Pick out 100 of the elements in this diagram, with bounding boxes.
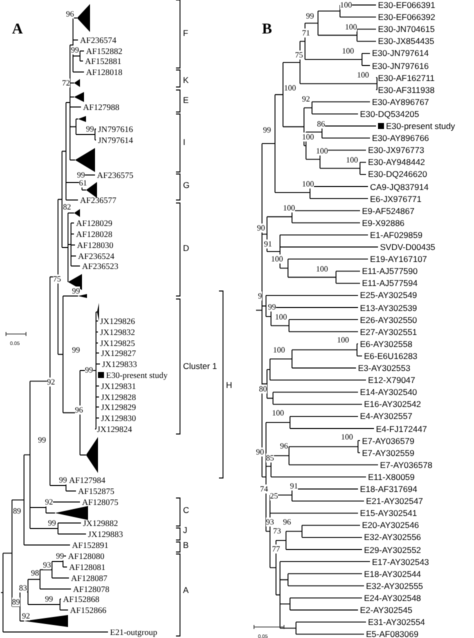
bootstrap-value: 89: [13, 506, 21, 516]
taxon-label: AF152891: [72, 540, 108, 550]
bootstrap-value: 96: [280, 442, 288, 450]
taxon-label: E7-AY036578: [380, 460, 432, 470]
bootstrap-value: 25: [270, 492, 278, 500]
taxon-label: E29-AY302552: [364, 544, 422, 554]
taxon-label: E30-JN704615: [378, 24, 435, 34]
taxon-label: AF152866: [70, 605, 106, 615]
taxon-label: E14-AY302540: [360, 387, 418, 398]
taxon-label: E19-AY167107: [370, 254, 428, 264]
bootstrap-value: 99: [268, 302, 276, 312]
bootstrap-value: 100: [345, 22, 357, 32]
bootstrap-value: 72: [62, 78, 70, 88]
clade-label: I: [183, 137, 186, 147]
bootstrap-value: 74: [260, 484, 268, 494]
taxon-label: AF236574: [80, 35, 116, 45]
clade-label: Cluster 1: [183, 361, 218, 371]
taxon-label: E30-DQ534205: [360, 108, 420, 119]
taxon-label: JN797614: [98, 135, 133, 145]
clade-label: G: [183, 180, 190, 190]
bootstrap-value: 77: [272, 544, 280, 554]
taxon-label: E5-AF083069: [366, 629, 418, 638]
bootstrap-value: 92: [47, 378, 55, 386]
taxon-label: E30-present study: [106, 370, 168, 380]
bootstrap-value: 90: [257, 224, 265, 232]
taxon-label: JX129828: [101, 392, 136, 402]
taxon-label: JX129826: [100, 316, 135, 326]
taxon-label: AF128081: [69, 562, 106, 572]
taxon-label: JX129882: [83, 518, 118, 528]
taxon-label: AF128087: [71, 573, 108, 583]
taxon-label: CA9-JQ837914: [370, 182, 429, 192]
taxon-label: E24-AY302548: [364, 592, 422, 603]
bootstrap-value: 99: [306, 12, 314, 20]
taxon-label: E6-JX976771: [370, 194, 422, 204]
clade-label: E: [183, 95, 189, 105]
bootstrap-value: 85: [266, 454, 274, 462]
taxon-label: E27-AY302551: [360, 326, 418, 337]
bootstrap-value: 96: [283, 518, 291, 526]
taxon-label: JX129831: [101, 381, 136, 391]
taxon-label: JX129832: [100, 327, 135, 337]
bootstrap-value: 100: [340, 0, 352, 10]
clade-label: C: [183, 505, 190, 515]
bootstrap-value: 99: [38, 436, 46, 444]
bootstrap-value: 100: [272, 408, 284, 418]
taxon-label: SVDV-D00435: [380, 242, 436, 252]
bootstrap-value: 92: [302, 94, 310, 104]
bootstrap-value: 100: [284, 84, 296, 92]
taxon-label: AF152875: [78, 486, 114, 496]
bootstrap-value: 93: [43, 560, 51, 570]
bootstrap-value: 100: [346, 156, 358, 164]
bootstrap-value: 100: [357, 70, 369, 80]
taxon-label: E4-FJ172447: [376, 424, 428, 434]
taxon-label: E30-AY896766: [372, 133, 430, 144]
bootstrap-value: 90: [256, 448, 264, 456]
bootstrap-value: 99: [72, 286, 80, 296]
bootstrap-value: 92: [22, 612, 30, 620]
taxon-label: AF236577: [80, 195, 116, 205]
taxon-label: E13-AY302539: [360, 302, 418, 312]
bootstrap-value: 96: [66, 10, 74, 18]
bootstrap-value: 99: [263, 126, 271, 134]
bootstrap-value: 100: [316, 264, 328, 274]
taxon-label: AF128075: [82, 497, 118, 507]
bootstrap-value: 83: [19, 584, 27, 592]
taxon-label: E30-AF162711: [378, 72, 435, 83]
taxon-label: E31-AY302554: [368, 617, 426, 628]
taxon-label: E16-AY302542: [364, 399, 422, 410]
taxon-label: AF128080: [68, 551, 104, 561]
taxon-label: AF128028: [76, 229, 112, 239]
taxon-label: E30-EF066392: [378, 12, 436, 22]
taxon-label: E32-AY302555: [366, 580, 424, 591]
taxon-label: JX129883: [88, 529, 123, 539]
bootstrap-value: 99: [77, 170, 85, 180]
bootstrap-value: 73: [273, 526, 281, 536]
taxon-label: E2-AY302545: [360, 605, 412, 615]
bootstrap-value: 91: [290, 482, 298, 490]
taxon-label: E1-AF029859: [370, 230, 422, 240]
bootstrap-value: 9: [258, 292, 262, 300]
taxon-label: AF127988: [83, 102, 120, 112]
bootstrap-value: 100: [302, 132, 314, 142]
taxon-label: AF236523: [82, 261, 118, 271]
taxon-label: JX129830: [101, 413, 136, 423]
bootstrap-value: 100: [271, 254, 283, 264]
taxon-label: E9-X92886: [362, 218, 405, 228]
taxon-label: E18-AY302544: [364, 568, 422, 579]
bootstrap-value: 100: [341, 432, 353, 442]
bootstrap-value: 89: [12, 598, 20, 606]
taxon-label: E7-AY036579: [362, 436, 414, 446]
taxon-label: E30-AF311938: [378, 84, 435, 95]
clade-label: F: [183, 28, 188, 38]
bootstrap-value: 61: [79, 178, 87, 188]
bootstrap-value: 91: [264, 240, 272, 248]
taxon-label: AF128018: [86, 67, 122, 77]
taxon-label: E30-JN797616: [372, 60, 429, 70]
taxon-label: E30-EF066391: [378, 0, 436, 10]
taxon-label: E11-X80059: [368, 472, 415, 482]
taxon-label: E30-JN797614: [372, 48, 429, 58]
taxon-label: E12-X79047: [368, 375, 416, 386]
taxon-label: E20-AY302546: [362, 520, 420, 530]
bootstrap-value: 100: [275, 312, 287, 322]
taxon-label: E9-AF524867: [362, 206, 414, 216]
